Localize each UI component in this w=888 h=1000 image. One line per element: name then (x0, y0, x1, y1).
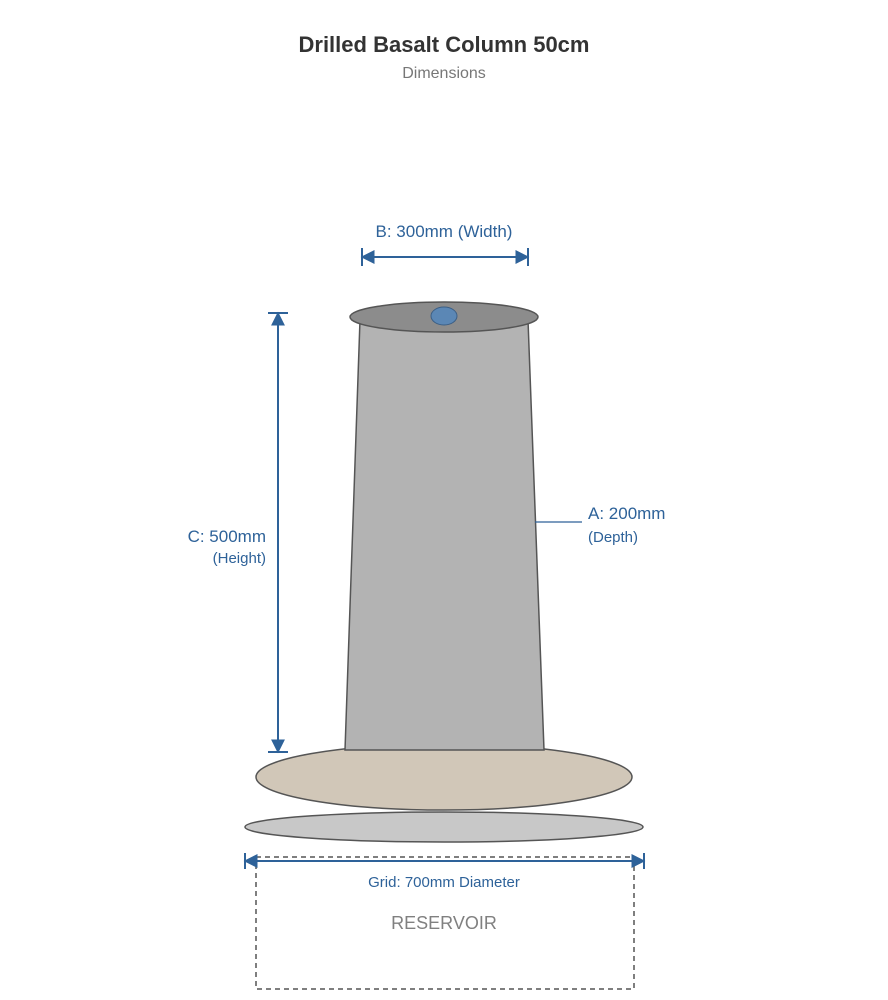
reservoir-label: RESERVOIR (391, 913, 497, 933)
grid-plate (244, 811, 644, 843)
width-dimension-label: B: 300mm (Width) (376, 222, 513, 241)
depth-dimension-sublabel: (Depth) (588, 529, 638, 546)
diagram-title: Drilled Basalt Column 50cm (299, 32, 590, 57)
drill-hole-icon (430, 306, 458, 326)
base-stone (255, 743, 633, 811)
grid-dimension-label: Grid: 700mm Diameter (368, 874, 520, 891)
diagram-subtitle: Dimensions (402, 65, 486, 82)
height-dimension-sublabel: (Height) (213, 550, 266, 567)
height-dimension-label: C: 500mm (188, 527, 266, 546)
column-body (344, 319, 545, 751)
height-dimension-arrow (268, 311, 288, 754)
width-dimension-arrow (360, 248, 530, 266)
depth-dimension-label: A: 200mm (588, 504, 665, 523)
grid-dimension-arrow (243, 853, 646, 869)
